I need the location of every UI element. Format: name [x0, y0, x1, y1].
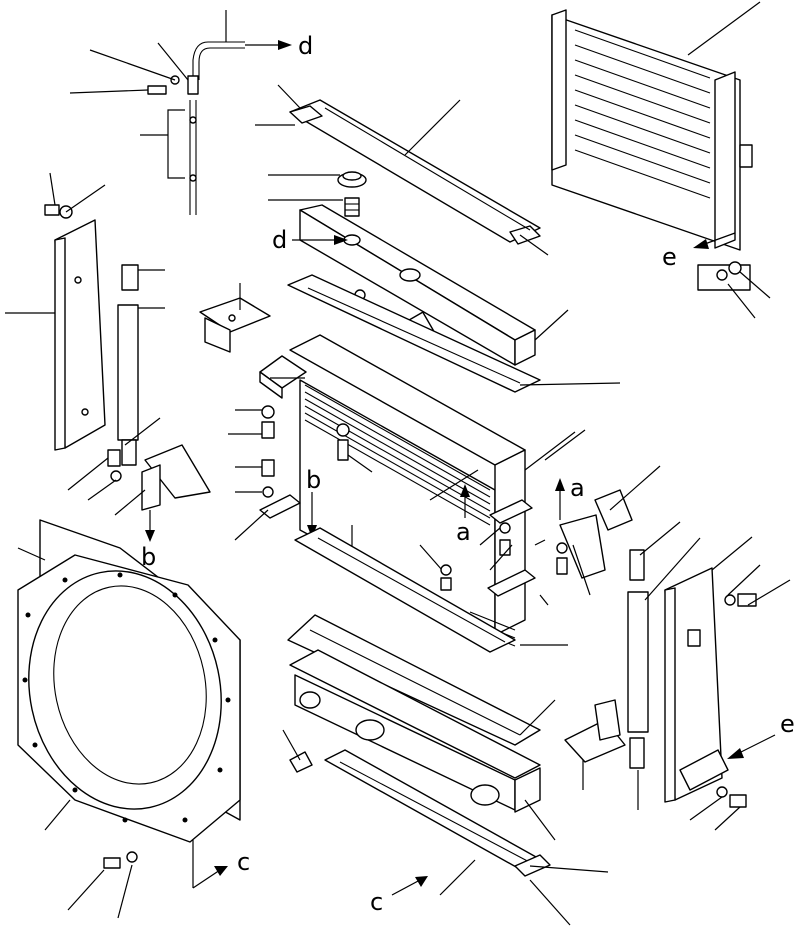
leader-line — [519, 382, 621, 386]
top-seal-strip — [289, 99, 541, 245]
leader-line — [739, 271, 771, 299]
leader-line — [687, 1, 761, 56]
leader-line — [572, 544, 591, 596]
leader-line — [534, 539, 546, 546]
callout-e: e — [662, 243, 677, 271]
leader-line — [479, 527, 501, 546]
leader-line — [711, 536, 753, 571]
right-bracket-lower — [564, 699, 626, 763]
filler-neck — [344, 197, 360, 217]
leader-line — [117, 864, 133, 919]
lower-tank-gasket — [287, 614, 541, 746]
right-bolt-upper — [724, 593, 757, 607]
leader-line — [114, 489, 146, 516]
upper-left-bracket — [199, 297, 271, 353]
leader-line — [727, 564, 761, 596]
callout-a: a — [456, 518, 471, 546]
leader-line — [282, 729, 301, 761]
leader-line — [419, 544, 443, 571]
callout-e: e — [780, 710, 795, 738]
center-bolts — [261, 405, 350, 498]
right-bolt-lower — [716, 786, 747, 808]
lower-tank — [289, 649, 541, 813]
leader-line — [87, 479, 117, 501]
leader-line — [347, 454, 373, 473]
leader-line — [89, 49, 176, 81]
shroud-bolt — [103, 851, 138, 869]
leader-line — [404, 99, 461, 156]
leader-line — [519, 699, 556, 736]
leader-line — [529, 879, 571, 926]
leader-line — [124, 417, 161, 446]
leader-line — [639, 521, 681, 556]
callout-b: b — [141, 543, 156, 571]
callout-c: c — [237, 848, 250, 876]
callout-d: d — [272, 226, 287, 254]
upper-tank-gasket — [287, 274, 541, 393]
leader-line — [17, 547, 46, 561]
left-side-panel — [54, 219, 106, 451]
leader-line — [429, 469, 479, 501]
leader-line — [689, 796, 723, 821]
leader-line — [44, 799, 71, 831]
center-right-plates — [259, 494, 568, 597]
leader-line — [67, 457, 109, 491]
callout-b: b — [306, 466, 321, 494]
center-bolt — [440, 564, 452, 591]
left-bolt — [44, 204, 73, 219]
leader-line — [609, 465, 661, 511]
leader-line — [277, 84, 301, 109]
leader-line — [524, 799, 556, 841]
leader-line — [439, 859, 476, 896]
leader-line — [534, 309, 569, 341]
leader-line — [519, 234, 549, 256]
left-lower-bolts — [107, 449, 122, 482]
lower-seal-strip — [294, 527, 516, 653]
fan-shroud — [17, 519, 241, 843]
leader-line — [67, 869, 105, 911]
radiator-cap — [337, 171, 367, 188]
left-seal-pieces — [117, 264, 139, 466]
leader-line — [69, 89, 149, 94]
arrow-c-bottom — [391, 876, 428, 896]
arrow-c-left — [192, 840, 228, 889]
leader-line — [489, 544, 513, 571]
arrow-e-top — [693, 232, 736, 249]
upper-tank — [299, 204, 536, 366]
right-seal-pieces — [627, 549, 649, 769]
aftercooler-bolt — [697, 261, 751, 291]
bottom-plate — [514, 854, 551, 877]
callout-a: a — [570, 474, 585, 502]
arrow-a — [460, 478, 565, 520]
lower-left-plate — [289, 751, 313, 773]
leader-line — [234, 509, 269, 541]
leader-line — [644, 537, 701, 601]
leader-line — [65, 184, 106, 213]
arrow-to-d-tank — [292, 235, 348, 245]
leader-bracket — [140, 109, 185, 179]
leader-line — [157, 42, 189, 81]
callout-d: d — [298, 32, 313, 60]
right-side-panel — [664, 567, 729, 803]
arrow-b-left — [145, 510, 155, 542]
leader-line — [524, 431, 576, 471]
leader-line — [714, 806, 741, 831]
leader-line — [49, 172, 56, 206]
left-mount-bracket — [141, 444, 211, 511]
arrow-to-d — [245, 40, 292, 50]
leader-line — [747, 579, 791, 606]
leader-line — [727, 283, 756, 319]
right-bracket-upper — [559, 489, 633, 579]
center-bracket — [259, 355, 307, 399]
overflow-pipe — [147, 41, 245, 215]
leader-line — [539, 594, 549, 606]
leader-line — [529, 865, 609, 873]
aftercooler-core — [551, 9, 753, 251]
callout-c: c — [370, 888, 383, 916]
leader-line — [544, 429, 586, 461]
arrow-e-right — [727, 734, 776, 759]
